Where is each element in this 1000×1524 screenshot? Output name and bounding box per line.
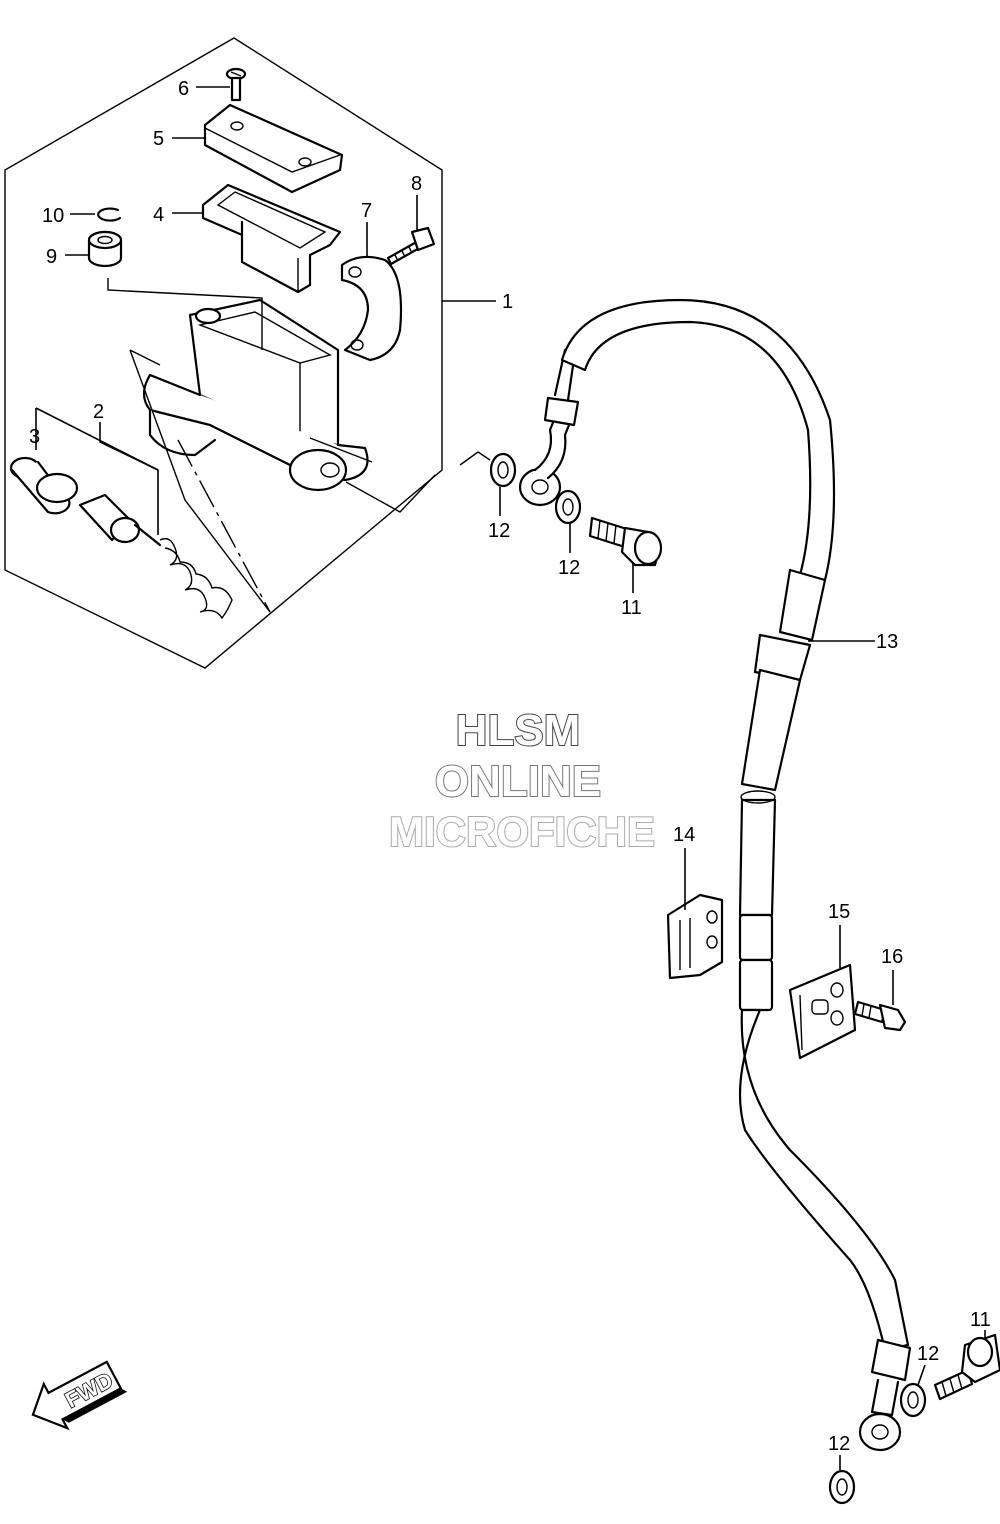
part-8-bolt[interactable]	[386, 226, 436, 266]
callout-13[interactable]: 13	[876, 631, 898, 653]
part-6-screw[interactable]	[225, 67, 247, 102]
watermark: HLSM ONLINE MICROFICHE	[388, 705, 656, 856]
callout-9[interactable]: 9	[46, 246, 57, 268]
assembly-boundary	[4, 37, 443, 669]
callout-7[interactable]: 7	[361, 200, 372, 222]
callout-2[interactable]: 2	[93, 401, 104, 423]
callout-12-lower-b[interactable]: 12	[917, 1343, 939, 1365]
master-cylinder-body[interactable]	[142, 298, 373, 492]
part-7-clamp[interactable]	[340, 255, 403, 362]
part-12-washer-upper-b[interactable]	[554, 489, 582, 525]
part-2-piston-spring[interactable]	[78, 493, 233, 620]
part-4-diaphragm[interactable]	[201, 183, 342, 294]
part-11-banjo-bolt-upper[interactable]	[588, 516, 663, 567]
part-11-banjo-bolt-lower[interactable]	[933, 1333, 1000, 1401]
part-12-washer-lower-b[interactable]	[899, 1382, 927, 1418]
watermark-line-3: MICROFICHE	[389, 808, 655, 855]
part-14-hose-clamp[interactable]	[666, 893, 724, 980]
callout-1[interactable]: 1	[502, 291, 513, 313]
callout-12-lower-a[interactable]: 12	[828, 1433, 850, 1455]
part-12-washer-upper-a[interactable]	[489, 452, 517, 488]
callout-6[interactable]: 6	[178, 78, 189, 100]
watermark-line-1: HLSM	[456, 706, 581, 755]
part-16-bolt[interactable]	[853, 1000, 907, 1032]
fwd-arrow-icon	[31, 1360, 123, 1431]
callout-8[interactable]: 8	[411, 173, 422, 195]
callout-3[interactable]: 3	[29, 426, 40, 448]
part-15-bracket[interactable]	[788, 963, 857, 1060]
part-13-brake-hose[interactable]	[518, 298, 912, 1452]
callout-11-lower[interactable]: 11	[970, 1309, 991, 1331]
fwd-arrow: FWD	[31, 1360, 128, 1431]
part-10-circlip[interactable]	[97, 207, 122, 222]
callout-12-upper-a[interactable]: 12	[488, 520, 510, 542]
callout-10[interactable]: 10	[42, 205, 64, 227]
callout-16[interactable]: 16	[881, 946, 903, 968]
callout-5[interactable]: 5	[153, 128, 164, 150]
watermark-line-2: ONLINE	[435, 757, 601, 806]
part-12-washer-lower-a[interactable]	[828, 1469, 856, 1505]
callout-14[interactable]: 14	[673, 824, 695, 846]
part-3-piston-boot[interactable]	[9, 456, 79, 515]
callout-11-upper[interactable]: 11	[621, 597, 642, 619]
part-9-boot[interactable]	[87, 230, 123, 268]
part-5-cover[interactable]	[203, 103, 344, 194]
leader-lines	[35, 86, 986, 1470]
callouts: 6 5 4 10 9 7 8 1 2 3 12 12 11 13 14 15 1…	[29, 78, 991, 1455]
callout-15[interactable]: 15	[828, 901, 850, 923]
callout-12-upper-b[interactable]: 12	[558, 557, 580, 579]
callout-4[interactable]: 4	[153, 204, 164, 226]
